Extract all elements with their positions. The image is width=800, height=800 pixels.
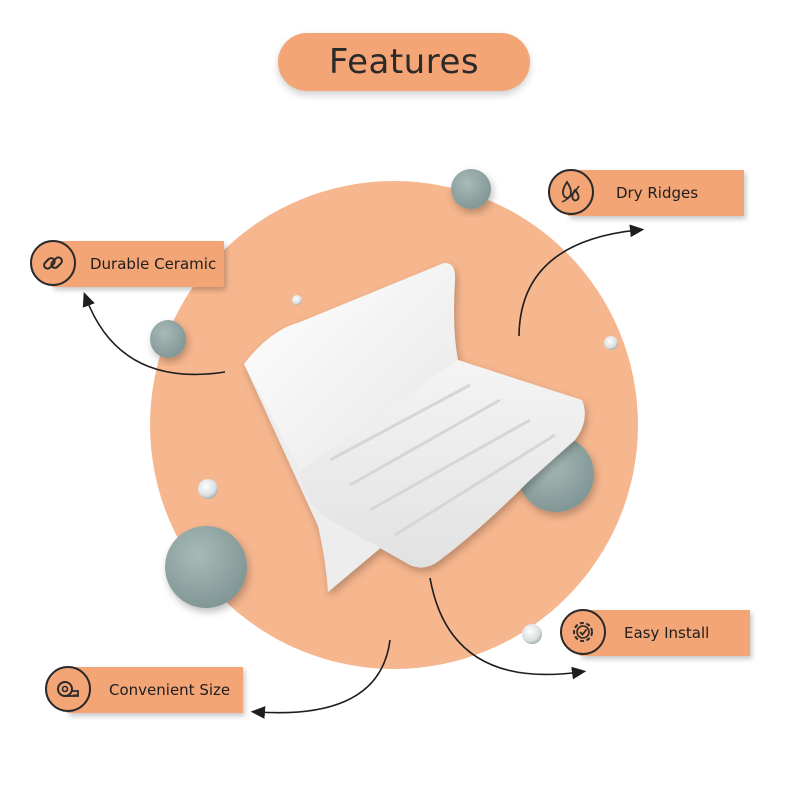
feature-label: Easy Install	[624, 624, 710, 642]
feature-dry-ridges: Dry Ridges	[548, 169, 744, 216]
title-pill: Features	[278, 33, 530, 91]
page-title: Features	[328, 42, 480, 82]
feature-convenient-size: Convenient Size	[45, 666, 245, 713]
chain-link-icon	[30, 240, 76, 286]
measuring-tape-icon	[45, 666, 91, 712]
gear-check-icon	[560, 609, 606, 655]
feature-label: Dry Ridges	[616, 184, 699, 202]
feature-label: Convenient Size	[109, 681, 231, 699]
feature-durable-ceramic: Durable Ceramic	[30, 240, 230, 287]
feature-easy-install: Easy Install	[560, 609, 750, 656]
water-drops-icon	[548, 169, 594, 215]
feature-label: Durable Ceramic	[90, 255, 217, 273]
